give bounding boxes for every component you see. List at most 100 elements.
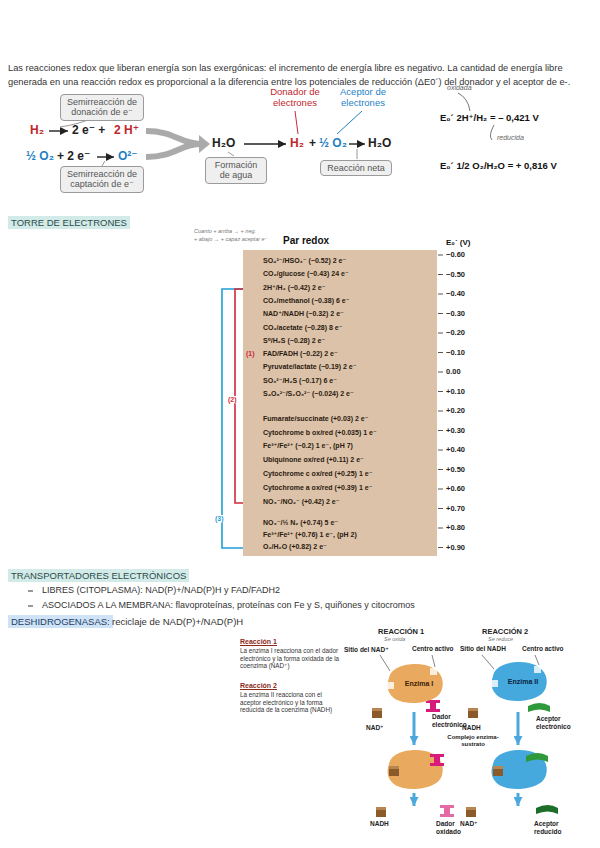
scale-tick [438, 372, 443, 373]
redox-pair: Fe³⁺/Fe²⁺ (+0.76) 1 e⁻, (pH 2) [263, 531, 357, 539]
panel-title: REACCIÓN 2 [482, 627, 528, 636]
scale-value: +0.30 [446, 426, 465, 435]
box-text: Semirreacción de donación de e⁻ [64, 97, 140, 118]
formula: H₂ [290, 136, 304, 150]
scale-tick [438, 274, 443, 275]
part-label: NADH [462, 724, 481, 732]
redox-pair: 2H⁺/H₂ (−0.42) 2 e⁻ [263, 284, 325, 292]
scale-tick [438, 411, 443, 412]
potential-value: E₀´ 1/2 O₂/H₂O = + 0,816 V [440, 160, 557, 171]
caption-heading: Reacción 2 [240, 682, 277, 690]
leader-lines [482, 655, 494, 669]
formula: ½ O₂ [26, 149, 54, 163]
leader-lines [228, 152, 234, 156]
enzyme-blob [388, 750, 547, 789]
callout-label: Aceptor de electrones [334, 86, 392, 109]
coenzyme-cube [466, 807, 476, 810]
part-label: Centro activo [412, 645, 454, 653]
column-heading: Par redox [283, 235, 329, 247]
scale-tick [438, 313, 443, 314]
redox-pair: NAD⁺/NADH (−0.32) 2 e⁻ [263, 310, 344, 318]
formula: 2 e⁻ + [72, 123, 105, 137]
process-box: Semirreacción de donación de e⁻ [60, 94, 144, 121]
acceptor-shape [526, 753, 548, 762]
callout-number: (2) [227, 396, 238, 404]
section-heading: DESHIDROGENASAS: [8, 615, 113, 628]
leader-lines [295, 111, 298, 134]
bullet-text: ASOCIADOS A LA MEMBRANA: flavoproteínas,… [42, 600, 415, 611]
enzyme-name: Enzima I [395, 680, 433, 687]
scale-value: +0.80 [446, 523, 465, 532]
scale-value: −0.40 [446, 289, 465, 298]
redox-pair: S₄O₆²⁻/S₂O₃²⁻ (−0.024) 2 e⁻ [263, 390, 354, 398]
part-label: Aceptor reducido [534, 820, 580, 836]
handwritten-note: reducida [497, 134, 524, 142]
box-text: Formación de agua [209, 160, 263, 181]
redox-pair: Pyruvate/lactate (−0.19) 2 e⁻ [263, 363, 356, 371]
scale-value: +0.40 [446, 445, 465, 454]
formula: H₂O [212, 136, 235, 150]
coenzyme-cube [389, 766, 399, 776]
formula: O²⁻ [118, 149, 138, 163]
donor-shape [440, 805, 454, 817]
redox-pair: CO₂/glucose (−0.43) 24 e⁻ [263, 270, 349, 278]
potential-value: E₀´ 2H⁺/H₂ = – 0,421 V [440, 112, 539, 123]
leader-lines [490, 125, 494, 140]
coenzyme-cube [376, 807, 386, 817]
leader-lines [357, 149, 358, 159]
scale-value: +0.10 [446, 387, 465, 396]
redox-pair: CO₂/acetate (−0.28) 8 e⁻ [263, 324, 342, 332]
coenzyme-cube [493, 766, 503, 776]
scale-tick [438, 255, 443, 256]
formula: 2 H⁺ [114, 123, 139, 137]
coenzyme-cube [376, 807, 386, 810]
formula: H₂ [30, 123, 44, 137]
scale-tick [438, 469, 443, 470]
caption-text: La enzima I reacciona con el dador elect… [240, 647, 340, 670]
merge-chevron [146, 131, 210, 157]
axis-title: E₀´ (V) [446, 238, 471, 248]
bullet-dash [28, 606, 33, 607]
scale-value: −0.50 [446, 270, 465, 279]
callout-number: (3) [214, 515, 225, 523]
redox-pair: FAD/FADH (−0.22) 2 e⁻ [263, 350, 338, 358]
leader-lines [458, 93, 470, 111]
scale-tick [438, 430, 443, 431]
equation-arrows [244, 143, 286, 144]
redox-tower: Par redoxSO₄²⁻/HSO₃⁻ (−0.52) 2 e⁻CO₂/glu… [243, 250, 437, 556]
coenzyme-cube [493, 766, 503, 769]
paragraph: Las reacciones redox que liberan energía… [8, 62, 592, 90]
formula: ½ O₂ [319, 136, 347, 150]
scale-tick [438, 508, 443, 509]
coenzyme-cube [468, 708, 478, 718]
bullet-dash [28, 591, 33, 592]
coenzyme-cube [372, 708, 382, 718]
coenzyme-cube [372, 708, 503, 817]
coenzyme-cube [372, 708, 382, 711]
redox-pair: Ubiquinone ox/red (+0.11) 2 e⁻ [263, 456, 364, 464]
scale-tick [438, 489, 443, 490]
process-box: Reacción neta [320, 160, 392, 176]
formula: + 2 e⁻ [57, 149, 90, 163]
handwritten-note: oxidada [447, 84, 472, 92]
redox-pair: NO₃⁻/½ N₂ (+0.74) 5 e⁻ [263, 519, 338, 527]
handwritten-note: Cuanto + arriba → + neg. [194, 228, 256, 235]
scale-tick [438, 333, 443, 334]
part-label: Centro activo [522, 645, 564, 653]
scale-value: +0.60 [446, 484, 465, 493]
redox-pair: CO₂/methanol (−0.38) 6 e⁻ [263, 297, 349, 305]
flow-arrow [413, 712, 416, 745]
redox-pair: SO₄²⁻/HSO₃⁻ (−0.52) 2 e⁻ [263, 257, 346, 265]
scale-value: −0.10 [446, 348, 465, 357]
part-label: Sitio del NADH [460, 645, 506, 653]
coenzyme-cube [468, 708, 478, 711]
callout-number: (1) [245, 350, 256, 358]
handwritten-note: Se oxida [384, 636, 405, 643]
enzyme-blob: Enzima II [487, 660, 549, 702]
body-text: reciclaje de NAD(P)+/NAD(P)H [112, 616, 243, 627]
handwritten-note: Se reduce [488, 636, 513, 643]
redox-pair: O₂/H₂O (+0.82) 2 e⁻ [263, 543, 327, 551]
formula: + [309, 136, 316, 150]
donor-shape [426, 700, 440, 712]
